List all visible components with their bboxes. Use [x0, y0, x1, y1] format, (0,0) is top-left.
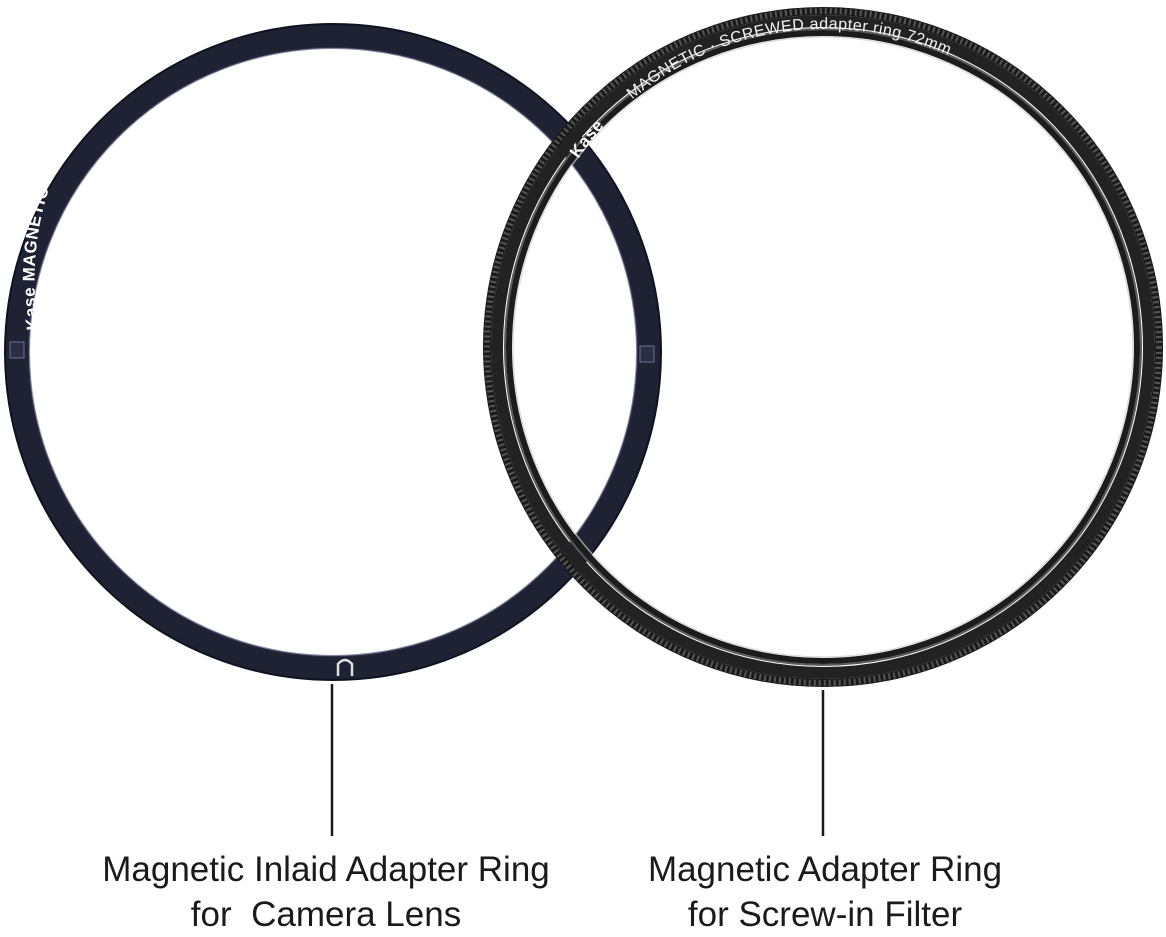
screwed-ring-engraving: MAGNETIC · SCREWED adapter ring 72mm: [624, 16, 954, 103]
left-ring-tab-right: [639, 345, 655, 363]
screwed-ring-caption-line1: Magnetic Adapter Ring: [647, 850, 1003, 889]
left-ring-tab-left: [9, 341, 25, 359]
inlaid-ring-caption-line2: for Camera Lens: [190, 895, 462, 934]
inlaid-ring-caption-line1: Magnetic Inlaid Adapter Ring: [102, 850, 550, 889]
screwed-ring-caption-line2: for Screw-in Filter: [687, 895, 963, 934]
inlaid-ring-caption: Magnetic Inlaid Adapter Ring for Camera …: [66, 847, 586, 937]
svg-text:MAGNETIC · SCREWED adapter ri: MAGNETIC · SCREWED adapter ring 72mm: [624, 16, 954, 103]
svg-text:Kase MAGNETIC INLAID RING: Kase MAGNETIC INLAID RING 72mm EK23 PL: [19, 0, 213, 331]
inlaid-adapter-ring: Kase MAGNETIC INLAID RING 72mm EK23 PL: [4, 0, 662, 681]
screw-in-adapter-ring: Kase MAGNETIC · SCREWED adapter ring 72m…: [483, 7, 1163, 687]
inlaid-ring-engraving: Kase MAGNETIC INLAID RING 72mm EK23 PL: [19, 0, 212, 331]
screwed-ring-caption: Magnetic Adapter Ring for Screw-in Filte…: [580, 847, 1070, 937]
left-ring-notch: [336, 658, 354, 676]
